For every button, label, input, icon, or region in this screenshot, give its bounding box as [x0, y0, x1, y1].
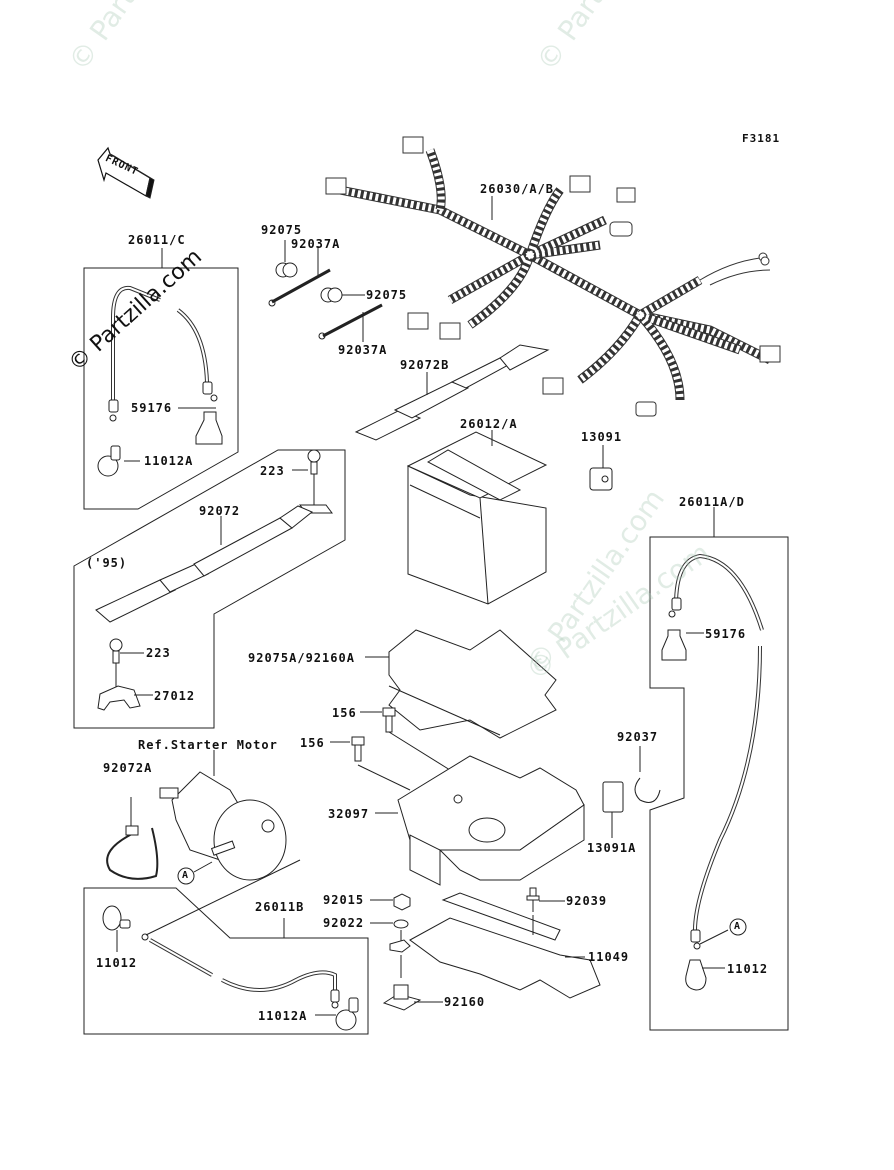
group-box-26011ad	[649, 536, 789, 1031]
part-label-damper-92160[interactable]: 92160	[444, 995, 486, 1009]
part-label-band-1[interactable]: 92037A	[291, 237, 341, 251]
starter-motor	[159, 771, 287, 881]
part-label-cable-b-cover2[interactable]: 11012A	[258, 1009, 308, 1023]
part-label-screw-223-top[interactable]: 223	[260, 464, 285, 478]
group-box-26011b	[83, 887, 369, 1035]
part-label-screw-223-bottom[interactable]: 223	[146, 646, 171, 660]
part-label-nut-92015[interactable]: 92015	[323, 893, 365, 907]
part-label-bolt-156-a[interactable]: 156	[332, 706, 357, 720]
part-label-rivet-92039[interactable]: 92039	[566, 894, 608, 908]
part-label-cable-c-cap[interactable]: 59176	[131, 401, 173, 415]
callout-a-starter	[177, 867, 195, 885]
callout-a-right	[729, 918, 747, 936]
part-label-starter-ref: Ref.Starter Motor	[138, 738, 278, 752]
callout-letter: A	[182, 870, 190, 881]
bolt-156-a	[382, 707, 396, 733]
battery-case	[397, 755, 585, 886]
part-label-band-92037[interactable]: 92037	[617, 730, 659, 744]
part-label-strap-b[interactable]: 92072B	[400, 358, 450, 372]
group-box-92072	[73, 449, 346, 729]
part-label-pad-13091[interactable]: 13091	[581, 430, 623, 444]
part-label-cable-ad-cap[interactable]: 59176	[705, 627, 747, 641]
figure-code: F3181	[742, 132, 781, 145]
bracket-11049	[389, 892, 601, 999]
part-label-year-note: ('95)	[86, 556, 128, 570]
callout-letter: A	[734, 921, 742, 932]
part-label-cable-b[interactable]: 26011B	[255, 900, 305, 914]
part-label-cable-ad[interactable]: 26011A/D	[679, 495, 745, 509]
part-label-strap-92072[interactable]: 92072	[199, 504, 241, 518]
group-box-26011c	[83, 267, 239, 510]
part-label-cable-b-cover1[interactable]: 11012	[96, 956, 138, 970]
part-label-battery[interactable]: 26012/A	[460, 417, 518, 431]
part-label-pad-13091a[interactable]: 13091A	[587, 841, 637, 855]
bolt-156-b	[351, 736, 365, 762]
wiring-harness	[325, 136, 781, 417]
part-label-cable-ad-cover[interactable]: 11012	[727, 962, 769, 976]
grommet-1	[275, 262, 298, 278]
part-label-band-2[interactable]: 92037A	[338, 343, 388, 357]
part-label-battery-case[interactable]: 32097	[328, 807, 370, 821]
part-label-grommet-1[interactable]: 92075	[261, 223, 303, 237]
battery	[406, 430, 548, 605]
part-label-battery-pad[interactable]: 92075A/92160A	[248, 651, 355, 665]
part-label-band-92072a[interactable]: 92072A	[103, 761, 153, 775]
part-label-harness[interactable]: 26030/A/B	[480, 182, 555, 196]
part-label-cable-c-cover[interactable]: 11012A	[144, 454, 194, 468]
strap-92072b	[354, 344, 550, 441]
front-arrow-icon	[97, 146, 155, 199]
part-label-washer-92022[interactable]: 92022	[323, 916, 365, 930]
battery-pad	[388, 629, 557, 739]
part-label-bracket-11049[interactable]: 11049	[588, 950, 630, 964]
grommet-2	[320, 287, 343, 303]
part-label-bolt-156-b[interactable]: 156	[300, 736, 325, 750]
part-label-grommet-2[interactable]: 92075	[366, 288, 408, 302]
part-label-bracket-27012[interactable]: 27012	[154, 689, 196, 703]
part-label-cable-c[interactable]: 26011/C	[128, 233, 186, 247]
